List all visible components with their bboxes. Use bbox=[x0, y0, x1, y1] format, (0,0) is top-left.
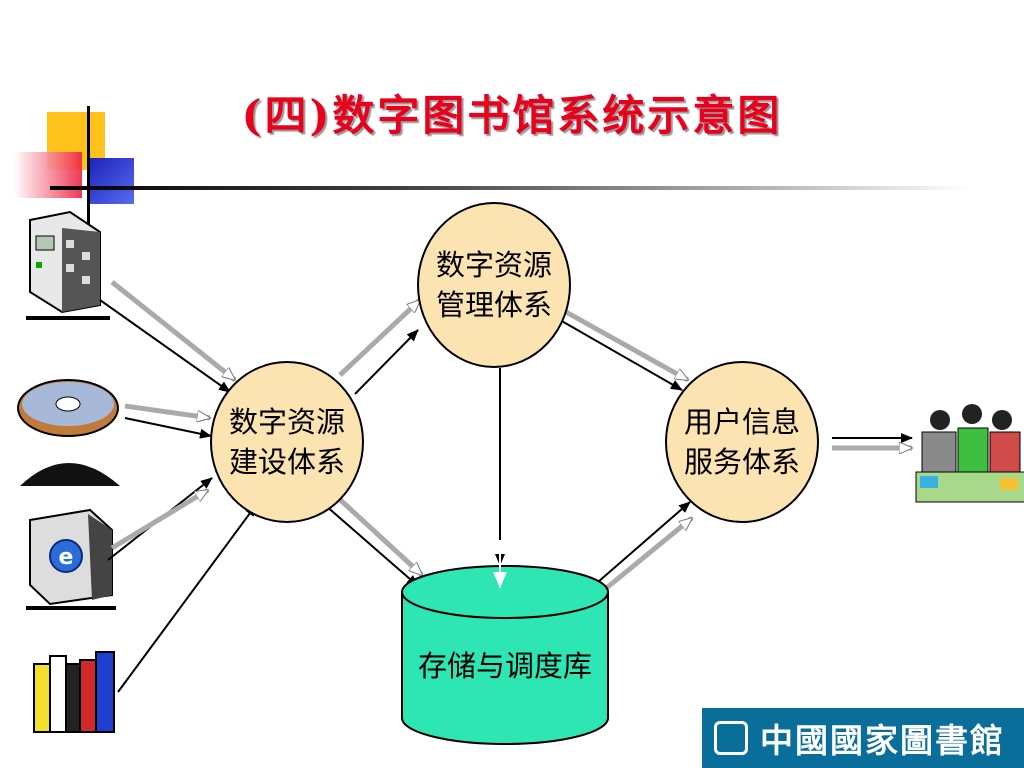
page-title: (四)数字图书馆系统示意图 bbox=[241, 91, 783, 140]
ie-computer-icon: e bbox=[26, 508, 116, 610]
cd-disc-icon bbox=[17, 379, 120, 486]
source-arrows bbox=[99, 280, 257, 693]
node-management-line-2: 管理体系 bbox=[435, 288, 552, 322]
deco-blue-square bbox=[88, 158, 134, 204]
node-management-label: 数字资源 管理体系 bbox=[418, 245, 570, 325]
server-icon bbox=[26, 210, 110, 320]
node-management-line-1: 数字资源 bbox=[435, 248, 552, 282]
node-service-line-1: 用户信息 bbox=[683, 405, 800, 439]
users-group-icon bbox=[915, 404, 1024, 506]
node-construction-label: 数字资源 建设体系 bbox=[211, 402, 363, 482]
node-service-line-2: 服务体系 bbox=[683, 445, 800, 479]
books-icon bbox=[33, 651, 115, 733]
title-underline bbox=[50, 186, 970, 190]
storage-label: 存储与调度库 bbox=[417, 649, 592, 683]
logo-text: 中國國家圖書館 bbox=[760, 721, 1005, 760]
seal-icon bbox=[714, 721, 748, 755]
deco-vertical-line bbox=[87, 106, 90, 224]
node-service bbox=[665, 361, 819, 523]
library-logo: 中國國家圖書館 bbox=[702, 708, 1024, 768]
node-management bbox=[417, 202, 571, 368]
node-construction-line-2: 建设体系 bbox=[228, 445, 345, 479]
node-service-label: 用户信息 服务体系 bbox=[666, 402, 818, 482]
storage-cylinder bbox=[401, 565, 609, 745]
svg-text:e: e bbox=[59, 545, 74, 570]
deco-red-square bbox=[14, 152, 82, 198]
flow-arrows bbox=[324, 298, 913, 592]
node-construction bbox=[210, 361, 364, 523]
node-construction-line-1: 数字资源 bbox=[228, 405, 345, 439]
